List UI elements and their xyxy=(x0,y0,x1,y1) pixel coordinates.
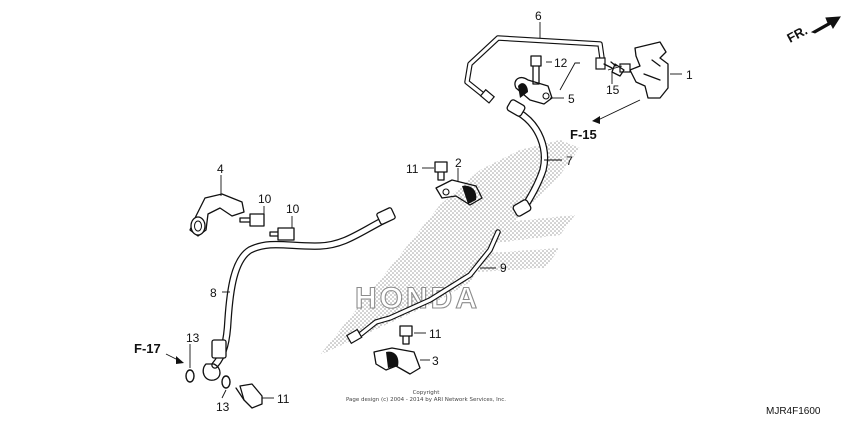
part-6-upper-pipe xyxy=(464,35,617,104)
part-4-bracket xyxy=(189,193,245,237)
callout-12: 11 xyxy=(277,392,290,406)
callout-11-lower: 11 xyxy=(429,327,442,341)
watermark-text: HONDA xyxy=(355,282,480,315)
callout-3: 3 xyxy=(432,354,439,368)
callout-8: 8 xyxy=(210,286,217,300)
diagram-code: MJR4F1600 xyxy=(766,406,821,417)
callout-labels: 6 1 12 5 15 F-15 7 11 2 4 10 10 8 9 11 3… xyxy=(134,9,693,414)
part-10-bolts xyxy=(239,213,295,241)
callout-10-a: 10 xyxy=(258,192,272,206)
part-11-bolt-upper xyxy=(434,161,448,181)
callout-1: 1 xyxy=(686,68,693,82)
ref-f17: F-17 xyxy=(134,341,161,356)
part-13-washers xyxy=(185,369,231,389)
part-11-bolt-lower xyxy=(399,325,413,345)
front-direction-indicator: FR. xyxy=(784,16,841,46)
ref-f15: F-15 xyxy=(570,127,597,142)
part-14-bolt xyxy=(530,55,542,85)
copyright-line-1: Copyright xyxy=(413,390,441,396)
part-9-pipe xyxy=(345,229,501,345)
callout-13-lower: 13 xyxy=(216,400,230,414)
copyright-line-2: Page design (c) 2004 - 2014 by ARI Netwo… xyxy=(346,397,506,403)
callout-2: 2 xyxy=(455,156,462,170)
callout-14: 12 xyxy=(554,56,568,70)
callout-10-b: 10 xyxy=(286,202,300,216)
part-5-clamp xyxy=(514,76,553,105)
callout-15: 15 xyxy=(606,83,620,97)
watermark-wing-feathers xyxy=(418,215,575,275)
callout-7: 7 xyxy=(566,154,573,168)
part-7-hose xyxy=(506,99,549,217)
callout-9: 9 xyxy=(500,261,507,275)
part-8-hose xyxy=(202,207,396,381)
callout-13-upper: 13 xyxy=(186,331,200,345)
front-arrow-icon xyxy=(810,16,841,34)
front-direction-label: FR. xyxy=(784,23,810,46)
part-3-clamp xyxy=(373,347,421,375)
callout-5: 5 xyxy=(568,92,575,106)
callout-11-upper: 11 xyxy=(406,162,419,176)
callout-6: 6 xyxy=(535,9,542,23)
callout-4: 4 xyxy=(217,162,224,176)
part-2-clamp xyxy=(435,179,483,206)
leader-lines xyxy=(165,22,682,399)
part-1-bracket xyxy=(619,41,669,99)
part-15-bolt xyxy=(611,63,625,77)
part-12-bolt xyxy=(235,383,263,409)
